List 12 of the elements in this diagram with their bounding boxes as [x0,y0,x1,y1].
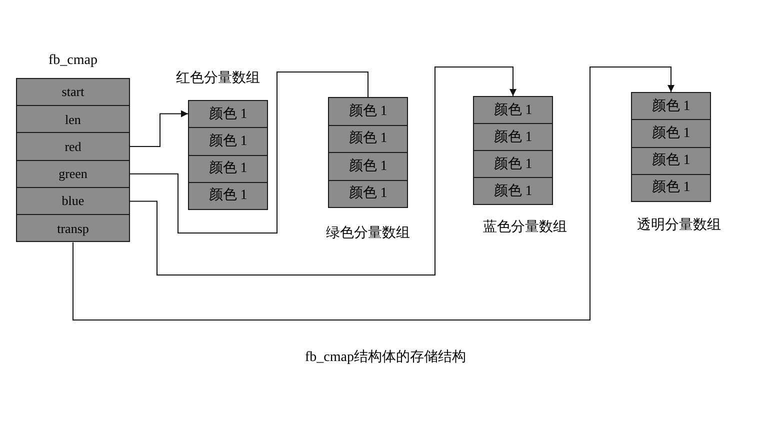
struct-field: green [17,160,129,188]
array-element: 颜色 1 [632,148,710,175]
array-title: 红色分量数组 [176,70,260,88]
array-title: 蓝色分量数组 [483,219,567,237]
array-title: 透明分量数组 [637,217,721,235]
array-title: 绿色分量数组 [326,225,410,243]
struct-title: fb_cmap [48,52,98,70]
arrow [130,110,188,147]
arrow [72,66,674,320]
connector-line [130,72,368,234]
arrow [130,66,516,276]
diagram-caption: fb_cmap结构体的存储结构 [305,349,466,367]
